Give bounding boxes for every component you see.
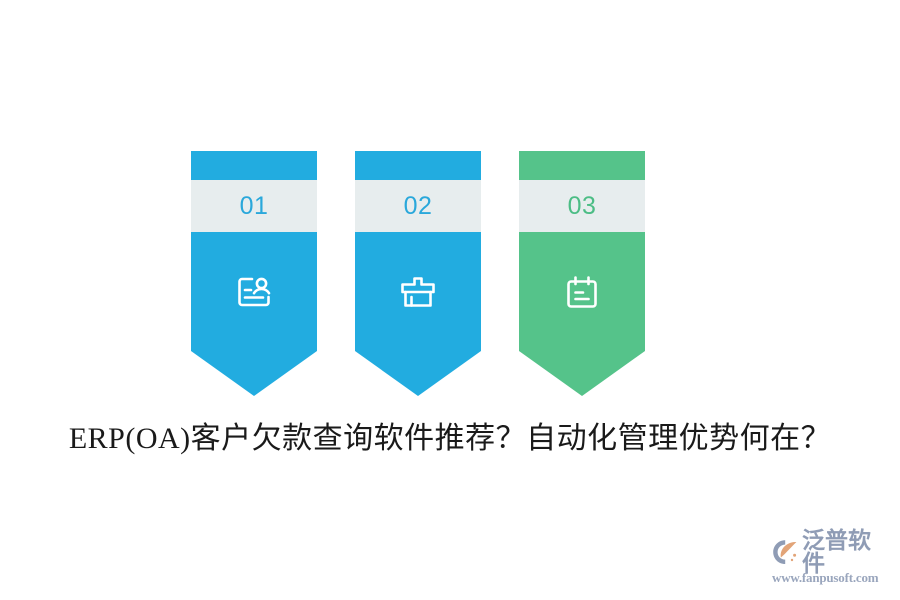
banner-01[interactable]: 01 [191, 151, 317, 396]
logo-brand-name: 泛普软件 [802, 527, 871, 576]
banner-02[interactable]: 02 [355, 151, 481, 396]
fanpu-swoosh-logo-icon [770, 537, 800, 567]
banner-03-cap [519, 151, 645, 180]
banner-03-body [519, 232, 645, 351]
banner-02-body [355, 232, 481, 351]
banner-02-number-band: 02 [355, 180, 481, 232]
banner-01-number: 01 [239, 191, 269, 220]
page-title: ERP(OA)客户欠款查询软件推荐？自动化管理优势何在？ [68, 422, 832, 455]
banner-02-cap [355, 151, 481, 180]
banner-02-point [355, 351, 481, 396]
banner-03[interactable]: 03 [519, 151, 645, 396]
memo-notepad-icon [558, 268, 606, 316]
banner-01-number-band: 01 [191, 180, 317, 232]
banner-03-number-band: 03 [519, 180, 645, 232]
id-card-contact-icon [230, 268, 278, 316]
banner-02-number: 02 [403, 191, 433, 220]
banner-03-point [519, 351, 645, 396]
banner-01-point [191, 351, 317, 396]
banner-03-number: 03 [567, 191, 597, 220]
banner-group: 01 [191, 151, 711, 396]
logo-website-url: www.fanpusoft.com [772, 570, 879, 585]
brand-logo[interactable]: 泛普软件 www.fanpusoft.com [770, 529, 892, 586]
storefront-shop-icon [394, 268, 442, 316]
banner-01-cap [191, 151, 317, 180]
banner-01-body [191, 232, 317, 351]
logo-top-row: 泛普软件 [770, 529, 892, 575]
